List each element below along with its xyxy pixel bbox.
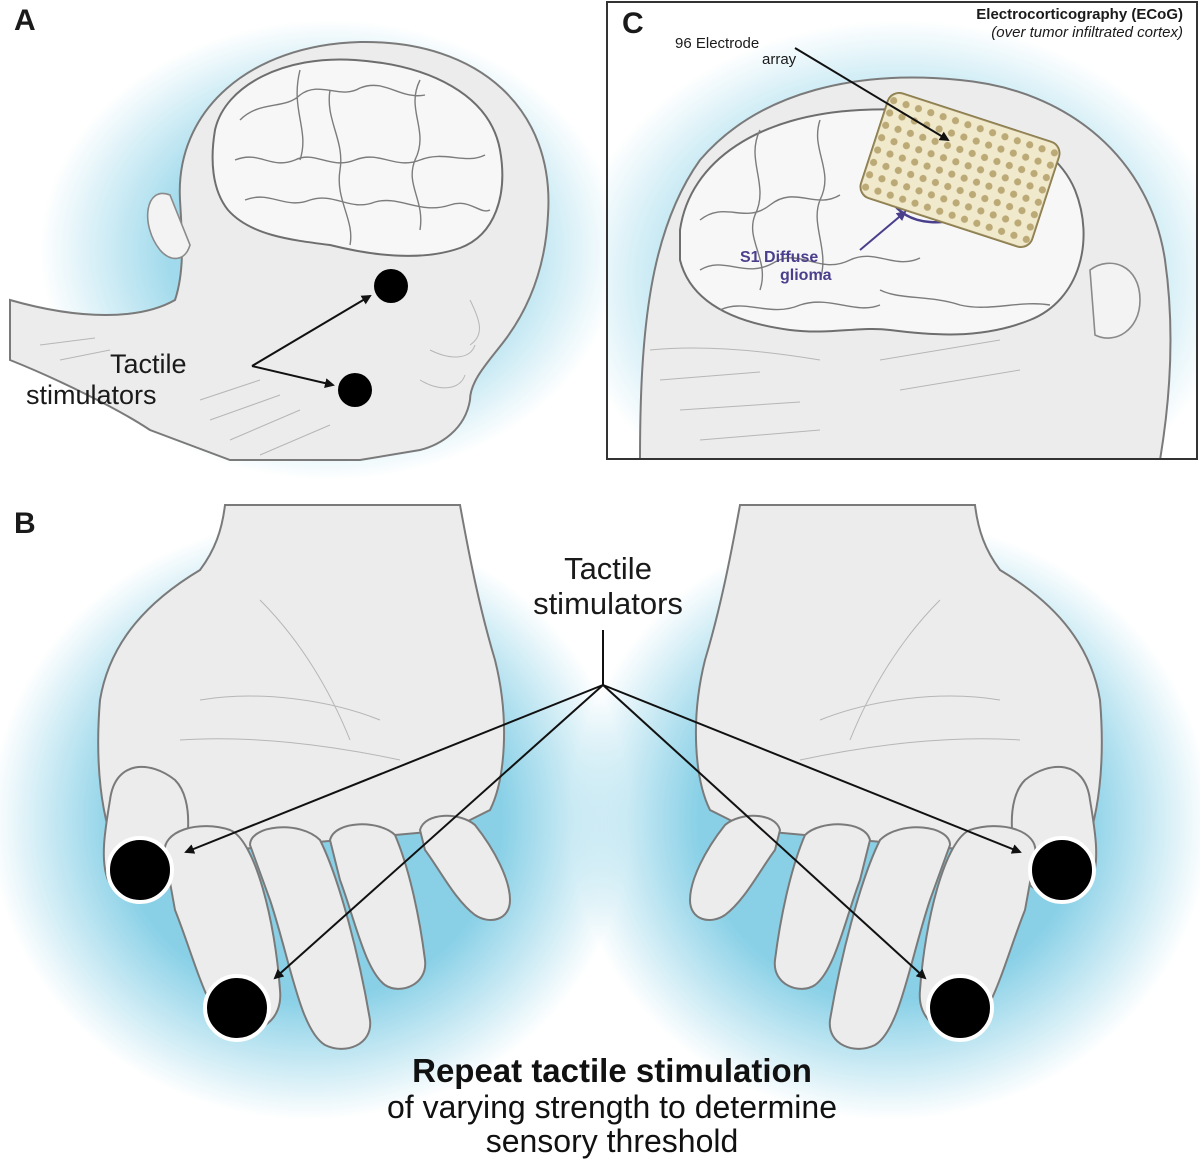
panel-b-caption-bold: Repeat tactile stimulation xyxy=(412,1052,812,1089)
panel-a-label-line2: stimulators xyxy=(26,380,157,410)
panel-b-stimulator-right-thumb xyxy=(1028,836,1096,904)
panel-c-brain-gyri xyxy=(699,119,1051,311)
panel-a-label-line1: Tactile xyxy=(110,349,187,379)
panel-b-right-hand xyxy=(688,504,1103,1050)
panel-c-face-hatching xyxy=(649,339,1021,441)
panel-a-arrow-cheek xyxy=(251,294,372,367)
panel-c-array-label-line2: array xyxy=(762,51,797,68)
panel-b-letter: B xyxy=(14,507,36,540)
panel-c-array-arrow xyxy=(794,47,950,142)
panel-b-arrow-left-thumb xyxy=(184,684,604,854)
panel-a-neck-hatching xyxy=(39,337,331,456)
panel-b-stimulator-left-index xyxy=(203,974,271,1042)
panel-c-electrode-array xyxy=(859,92,1061,248)
panel-b-arrow-right-index xyxy=(602,684,927,980)
panel-c-glioma-label-line2: glioma xyxy=(780,267,832,284)
panel-b-caption-line3: sensory threshold xyxy=(486,1123,739,1159)
panel-a-brain-gyri xyxy=(234,69,491,246)
panel-a-brain xyxy=(211,58,504,257)
panel-b-stimulator-left-thumb xyxy=(106,836,174,904)
panel-c-letter: C xyxy=(622,7,644,40)
panel-a-arrow-chin xyxy=(251,365,335,389)
panel-b-stimulator-right-index xyxy=(926,974,994,1042)
panel-a: A Tactile stimulators xyxy=(9,4,620,480)
panel-b-arrow-right-thumb xyxy=(602,684,1022,854)
panel-c-glioma-arrow xyxy=(859,210,907,251)
panel-c-glioma-label-line1: S1 Diffuse xyxy=(740,249,818,266)
panel-a-stimulator-cheek xyxy=(374,269,408,303)
panel-a-stimulator-chin xyxy=(338,373,372,407)
panel-c: Electrocorticography (ECoG) (over tumor … xyxy=(606,1,1198,460)
panel-c-subtitle: (over tumor infiltrated cortex) xyxy=(991,24,1183,41)
panel-c-title: Electrocorticography (ECoG) xyxy=(976,6,1183,23)
panel-a-letter: A xyxy=(14,4,36,37)
panel-c-array-label-line1: 96 Electrode xyxy=(675,35,759,52)
panel-b-label-line2: stimulators xyxy=(533,586,683,621)
panel-a-ear xyxy=(146,192,191,260)
panel-b-caption-line2: of varying strength to determine xyxy=(387,1089,837,1125)
panel-b-arrow-left-index xyxy=(273,684,604,980)
panel-b-label-line1: Tactile xyxy=(564,551,652,586)
panel-a-face-contour xyxy=(419,299,480,389)
panel-b: B Tactile stimulators Repeat tactile sti… xyxy=(0,504,1200,1159)
panel-c-ear xyxy=(1089,262,1141,339)
